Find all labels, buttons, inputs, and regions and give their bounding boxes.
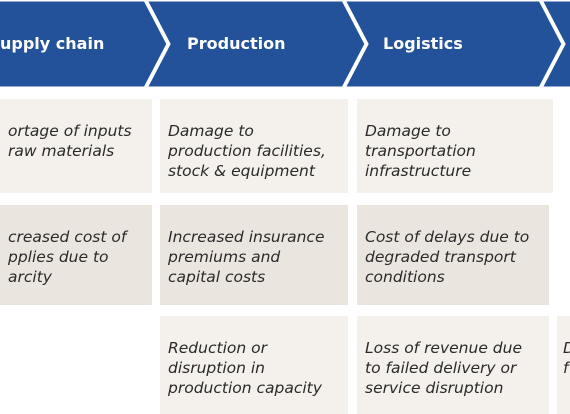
cell-logistics-revenue: Loss of revenue due to failed delivery o… <box>357 316 549 414</box>
cell-logistics-damage: Damage to transportation infrastructure <box>357 99 553 193</box>
stage-label-logistics: Logistics <box>383 34 463 53</box>
cell-production-damage: Damage to production facilities, stock &… <box>160 99 348 193</box>
cell-supply-cost: creased cost of pplies due to arcity <box>0 205 152 305</box>
cell-logistics-delays: Cost of delays due to degraded transport… <box>357 205 549 305</box>
chevron-next-stage <box>538 0 570 90</box>
cell-production-capacity: Reduction or disruption in production ca… <box>160 316 348 414</box>
stage-chevrons <box>0 0 570 90</box>
cell-production-insurance: Increased insurance premiums and capital… <box>160 205 348 305</box>
stage-label-supply-chain: upply chain <box>0 34 105 53</box>
cell-next-stage: D f <box>557 316 570 414</box>
cell-supply-shortage: ortage of inputs raw materials <box>0 99 152 193</box>
stage-label-production: Production <box>187 34 286 53</box>
